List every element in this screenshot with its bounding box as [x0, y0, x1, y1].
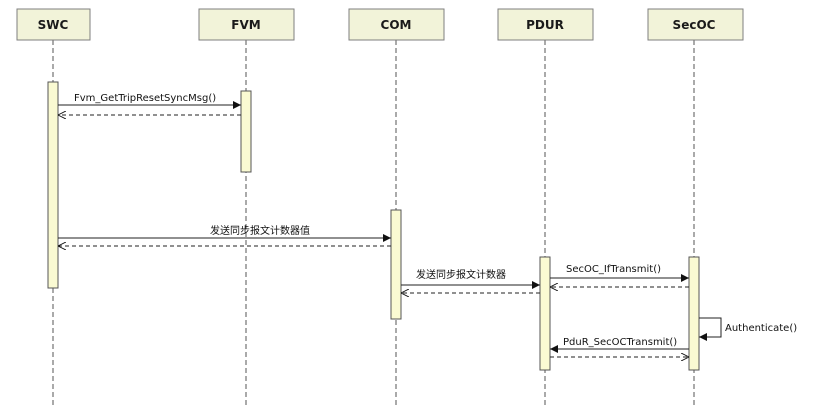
participant-com: COM — [348, 8, 445, 41]
participant-com-label: COM — [381, 18, 412, 32]
message-label-secoc-iftransmit: SecOC_IfTransmit() — [566, 264, 661, 275]
activation-fvm — [240, 90, 252, 173]
participant-secoc-label: SecOC — [673, 18, 716, 32]
message-label-pdur-secoc-transmit: PduR_SecOCTransmit() — [563, 337, 677, 348]
participant-fvm-label: FVM — [231, 18, 260, 32]
message-label-send-sync-counter: 发送同步报文计数器 — [416, 268, 506, 281]
activation-secoc — [688, 256, 700, 371]
participant-secoc: SecOC — [647, 8, 744, 41]
activation-pdur — [539, 256, 551, 371]
participant-pdur: PDUR — [497, 8, 594, 41]
message-label-send-sync-value: 发送同步报文计数器值 — [210, 224, 310, 237]
participant-swc: SWC — [16, 8, 91, 41]
message-arrow-authenticate — [699, 317, 722, 341]
activation-swc — [47, 81, 59, 289]
participant-fvm: FVM — [198, 8, 295, 41]
participant-swc-label: SWC — [38, 18, 69, 32]
message-label-authenticate: Authenticate() — [725, 323, 797, 334]
activation-com — [390, 209, 402, 320]
participant-pdur-label: PDUR — [526, 18, 564, 32]
message-label-fvm-get-trip: Fvm_GetTripResetSyncMsg() — [74, 93, 216, 104]
